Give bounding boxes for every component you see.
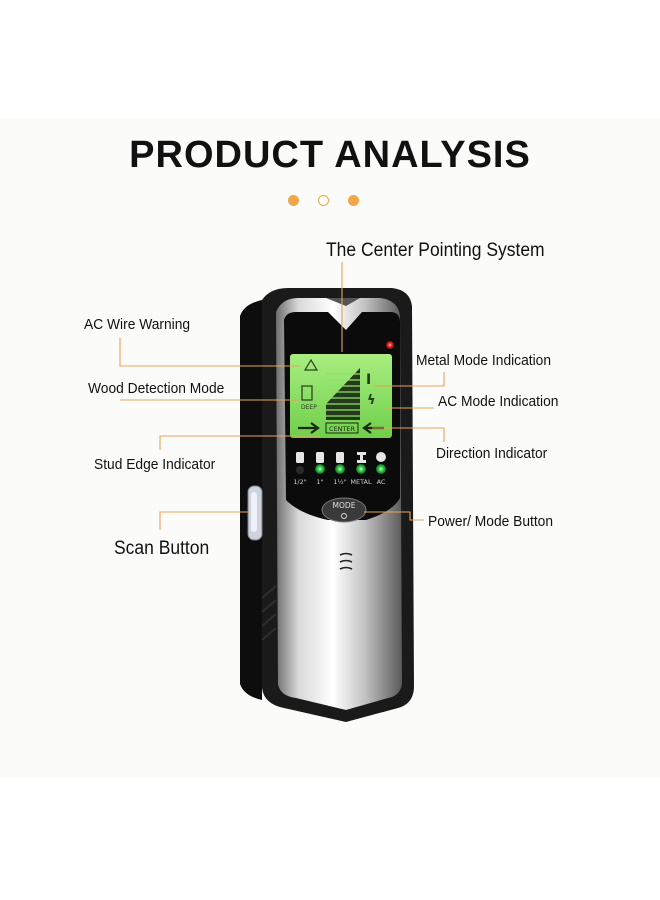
callout-metal-mode: Metal Mode Indication xyxy=(416,352,552,369)
pager-dots xyxy=(288,195,368,209)
indicator-label-one-inch: 1" xyxy=(316,478,323,486)
mode-button-label: MODE xyxy=(333,501,356,510)
callout-direction-indicator: Direction Indicator xyxy=(436,445,548,462)
callout-center-pointing: The Center Pointing System xyxy=(326,240,545,261)
right-arrow-icon xyxy=(298,422,320,434)
callout-power-mode: Power/ Mode Button xyxy=(428,513,554,530)
pager-dot-active xyxy=(318,195,329,206)
center-box xyxy=(325,422,359,434)
callout-ac-wire-warning: AC Wire Warning xyxy=(84,316,191,333)
lcd-center-label: CENTER xyxy=(329,425,356,433)
callout-ac-mode: AC Mode Indication xyxy=(438,393,559,410)
indicator-label-half-inch: 1/2" xyxy=(293,478,306,486)
speaker-grille xyxy=(339,552,353,570)
signal-bar-lines xyxy=(326,373,360,417)
mode-button[interactable] xyxy=(321,497,367,523)
ac-warning-led xyxy=(386,341,394,349)
pager-dot xyxy=(288,195,299,206)
power-icon xyxy=(341,513,347,519)
lcd-ac-icon: ϟ xyxy=(367,393,376,408)
indicator-label-one-half-inch: 1½" xyxy=(333,478,346,486)
callout-lines xyxy=(119,262,445,530)
lcd-metal-icon: I xyxy=(366,372,371,388)
page-title: PRODUCT ANALYSIS xyxy=(129,134,531,176)
pager-dot xyxy=(348,195,359,206)
ac-warning-icon xyxy=(303,358,319,371)
indicator-label-ac: AC xyxy=(377,478,386,486)
signal-bars xyxy=(326,368,360,420)
callout-wood-detection: Wood Detection Mode xyxy=(88,380,225,397)
lcd-deep-label: DEEP xyxy=(301,404,317,411)
indicator-icons xyxy=(296,452,386,463)
grip-ridges xyxy=(261,585,277,641)
callout-stud-edge: Stud Edge Indicator xyxy=(94,456,216,473)
wood-icon xyxy=(301,385,313,401)
callout-scan-button: Scan Button xyxy=(114,538,210,559)
indicator-label-metal: METAL xyxy=(350,478,372,486)
top-notch xyxy=(326,298,360,306)
indicator-leds xyxy=(296,464,386,474)
